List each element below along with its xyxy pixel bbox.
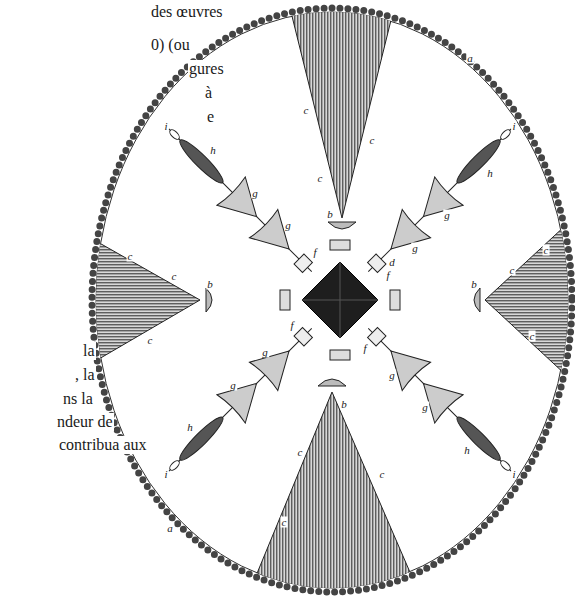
callout-letter: b [340, 399, 348, 410]
callout-letter: i [163, 121, 168, 132]
callout-letter: c [379, 469, 386, 480]
callout-letter: f [385, 270, 390, 281]
callout-letter: c [281, 517, 288, 528]
callout-letter: c [171, 271, 178, 282]
page-text: la [82, 342, 96, 360]
page-text: , la [74, 366, 96, 384]
callout-letter: c [303, 105, 310, 116]
callout-letter: g [284, 220, 292, 231]
page-text: 0) (ou [150, 36, 191, 54]
page-text: à [204, 84, 213, 102]
callout-letter: c [127, 251, 134, 262]
callout-letter: g [261, 347, 269, 358]
callout-letter: g [251, 188, 259, 199]
callout-letter: d [388, 257, 396, 268]
callout-letter: a [166, 523, 174, 534]
callout-letter: c [543, 245, 550, 256]
page-text: ns la [62, 390, 94, 408]
page-text: des œuvres [150, 3, 224, 21]
central-stone [302, 262, 378, 338]
callout-letter: i [511, 469, 516, 480]
callout-letter: h [486, 168, 494, 179]
callout-letter: b [326, 209, 334, 220]
callout-letter: c [147, 335, 154, 346]
callout-letter: h [463, 445, 471, 456]
shaded-cones [80, 0, 575, 598]
diagonal-arms [155, 115, 526, 486]
callout-letter: c [317, 173, 324, 184]
page-text: ndeur de [56, 413, 114, 431]
callout-letter: g [443, 210, 451, 221]
callout-letter: b [206, 279, 214, 290]
callout-letter: c [297, 447, 304, 458]
callout-letter: i [163, 469, 168, 480]
callout-letter: h [186, 422, 194, 433]
callout-letter: g [421, 402, 429, 413]
callout-letter: b [470, 279, 478, 290]
callout-letter: h [209, 145, 217, 156]
callout-letter: g [229, 380, 237, 391]
callout-letter: g [388, 370, 396, 381]
callout-letter: i [511, 121, 516, 132]
page-text: gures [188, 60, 225, 78]
callout-letter: f [362, 343, 367, 354]
page-text: e [206, 108, 215, 126]
page-text: contribua aux [58, 436, 148, 454]
callout-letter: a [466, 53, 474, 64]
callout-letter: g [411, 243, 419, 254]
callout-letter: c [509, 265, 516, 276]
callout-letter: c [529, 331, 536, 342]
cups [206, 222, 480, 386]
callout-letter: c [369, 135, 376, 146]
callout-letter: f [312, 247, 317, 258]
callout-letter: f [289, 320, 294, 331]
